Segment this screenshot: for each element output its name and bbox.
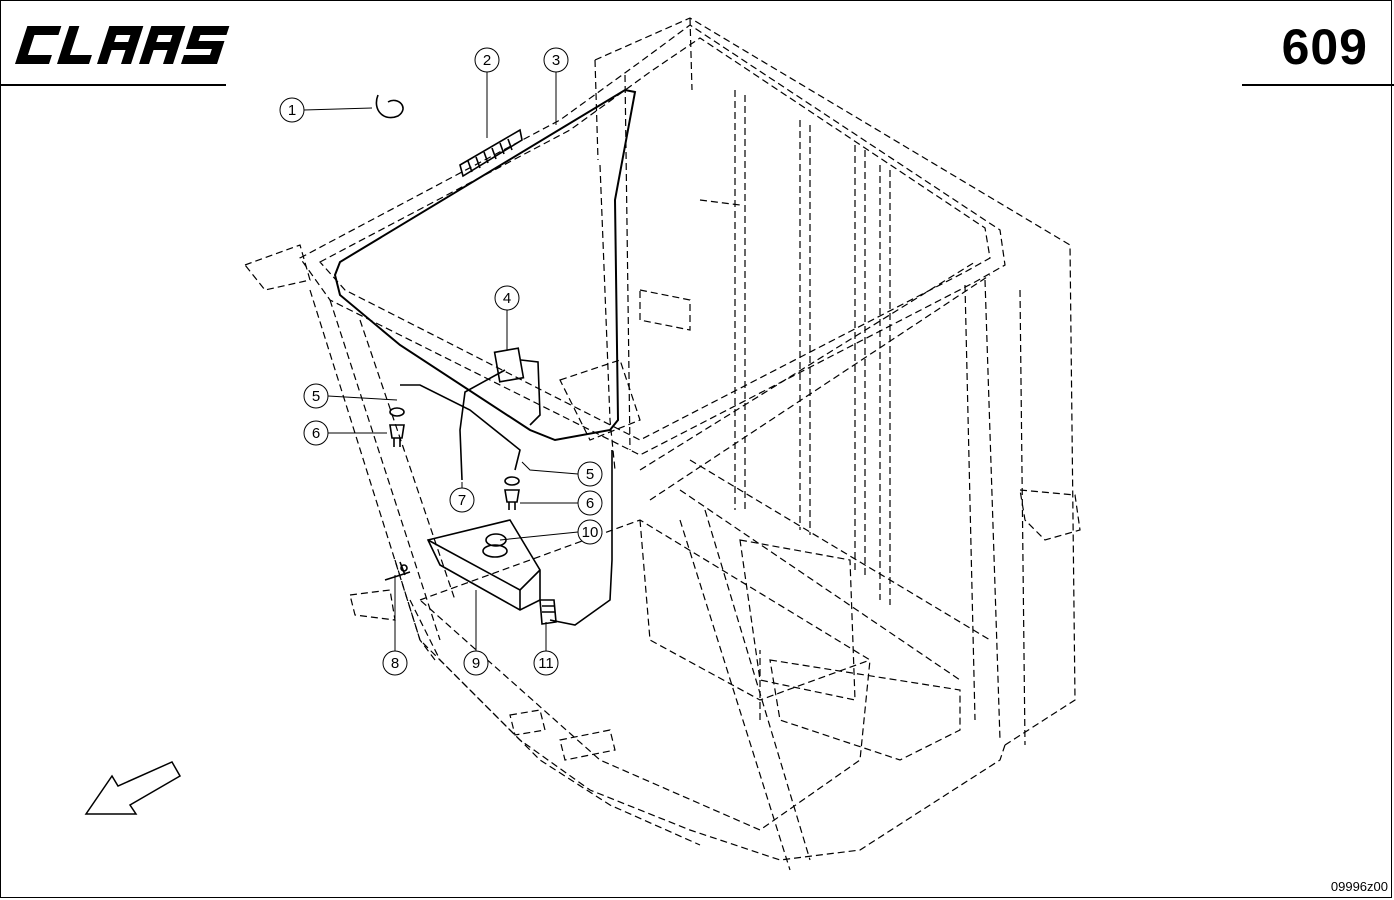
callouts: 1 2 3 4 5 6 5 6 7 10 8 9 11 [279, 47, 603, 676]
svg-text:6: 6 [586, 495, 594, 512]
callout-3: 3 [543, 47, 569, 73]
header-rule-right [1242, 84, 1394, 86]
callout-10: 10 [577, 519, 603, 545]
claas-logo [15, 26, 230, 64]
callout-5-right: 5 [577, 461, 603, 487]
callout-7: 7 [449, 487, 475, 513]
callout-6-left: 6 [303, 420, 329, 446]
svg-text:2: 2 [483, 52, 491, 69]
callout-8: 8 [382, 650, 408, 676]
svg-text:5: 5 [586, 466, 594, 483]
leader-lines [303, 72, 579, 651]
svg-text:11: 11 [538, 655, 554, 672]
svg-text:9: 9 [472, 655, 480, 672]
washer-nozzle-left [389, 407, 405, 447]
protective-sleeve [459, 128, 523, 178]
connector-4 [493, 347, 525, 383]
mounting-bolt [384, 561, 411, 581]
hose-pump [549, 450, 613, 626]
arrow-down-left-icon [84, 761, 182, 815]
hose-branch-left [400, 384, 521, 471]
callout-2: 2 [474, 47, 500, 73]
callout-9: 9 [463, 650, 489, 676]
hose-7 [459, 369, 506, 481]
hose-clip [375, 94, 404, 119]
callout-5-left: 5 [303, 383, 329, 409]
washer-parts [333, 88, 637, 626]
svg-text:6: 6 [312, 425, 320, 442]
callout-11: 11 [533, 650, 559, 676]
callout-6-right: 6 [577, 490, 603, 516]
washer-pump [539, 599, 557, 625]
svg-text:1: 1 [288, 102, 296, 119]
svg-text:3: 3 [552, 52, 560, 69]
svg-text:4: 4 [503, 290, 511, 307]
cab-frame [244, 17, 1081, 871]
svg-text:8: 8 [391, 655, 399, 672]
callout-1: 1 [279, 97, 305, 123]
header-rule-left [0, 84, 226, 86]
page-number: 609 [1281, 19, 1368, 75]
callout-4: 4 [494, 285, 520, 311]
washer-tank [426, 519, 541, 611]
washer-nozzle-right [504, 476, 520, 510]
washer-hose [333, 88, 637, 442]
svg-text:7: 7 [458, 492, 466, 509]
svg-text:10: 10 [582, 524, 599, 541]
drawing-code: 09996z00 [1330, 879, 1388, 894]
svg-text:5: 5 [312, 388, 320, 405]
tank-cap [485, 533, 507, 547]
